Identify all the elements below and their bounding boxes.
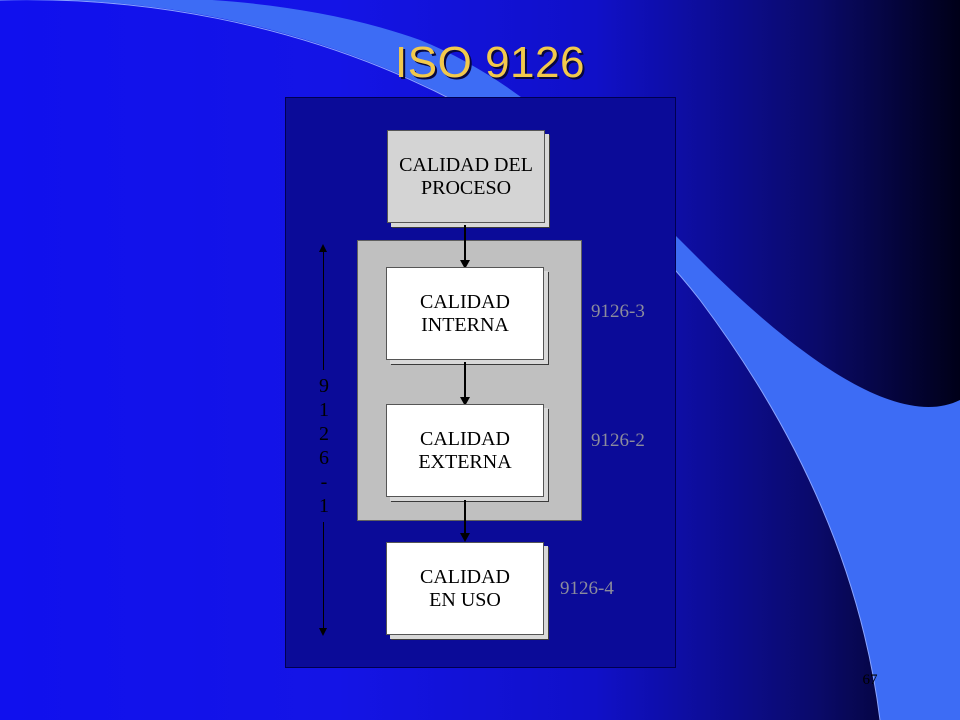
box-label-line2: EXTERNA (418, 450, 512, 473)
box-calidad-en-uso: CALIDAD EN USO (386, 542, 544, 635)
box-label-line1: CALIDAD (420, 427, 510, 450)
label-9126-2: 9126-2 (591, 430, 645, 451)
box-label-line1: CALIDAD (420, 565, 510, 588)
vertical-char: 2 (319, 423, 329, 445)
range-arrow-bottom (319, 628, 327, 636)
range-arrow-top (319, 244, 327, 252)
box-calidad-externa: CALIDAD EXTERNA (386, 404, 544, 497)
vertical-char: 9 (319, 375, 329, 397)
box-calidad-del-proceso: CALIDAD DEL PROCESO (387, 130, 545, 223)
range-line-top (323, 252, 324, 370)
box-label-line2: PROCESO (420, 176, 512, 199)
arrow-process-to-internal (460, 225, 470, 269)
slide-title: ISO 9126 (395, 38, 585, 87)
arrow-internal-to-external (460, 362, 470, 406)
vertical-label-9126-1: 9 1 2 6 - 1 (310, 374, 338, 518)
box-label-line1: CALIDAD DEL (399, 153, 533, 176)
label-9126-3: 9126-3 (591, 301, 645, 322)
arrow-external-to-in-use (460, 500, 470, 542)
label-9126-4: 9126-4 (560, 578, 614, 599)
box-label-line2: INTERNA (421, 313, 509, 336)
vertical-char: 1 (319, 495, 329, 517)
box-label-line1: CALIDAD (420, 290, 510, 313)
vertical-char: 1 (319, 399, 329, 421)
range-line-bottom (323, 522, 324, 628)
box-calidad-interna: CALIDAD INTERNA (386, 267, 544, 360)
page-number: 67 (862, 672, 878, 688)
vertical-char: 6 (319, 447, 329, 469)
vertical-char: - (320, 471, 328, 493)
box-label-line2: EN USO (429, 588, 501, 611)
